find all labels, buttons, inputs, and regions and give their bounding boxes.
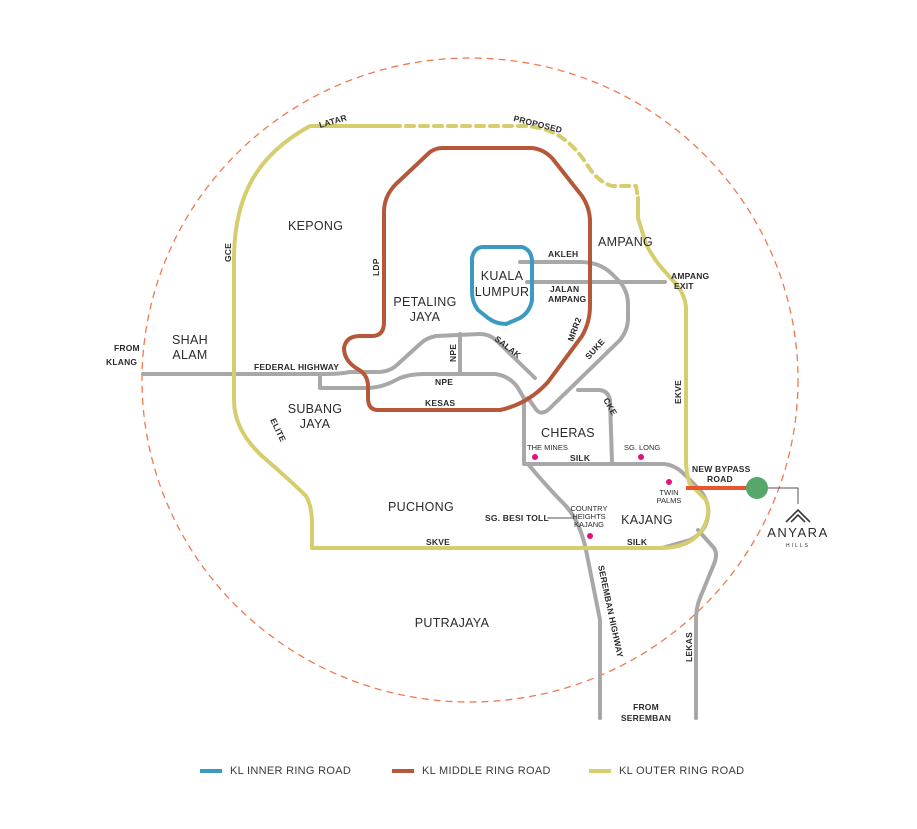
legend-outer-ring: KL OUTER RING ROAD	[589, 765, 744, 777]
cke-road	[576, 388, 614, 464]
label-federal-highway: FEDERAL HIGHWAY	[254, 362, 339, 372]
anyara-logo-sub: HILLS	[786, 543, 810, 549]
label-sg-besi-toll: SG. BESI TOLL	[485, 513, 549, 523]
label-gce: GCE	[223, 243, 233, 262]
legend-outer-ring-swatch	[589, 769, 611, 773]
label-salak: SALAK	[493, 334, 524, 361]
area-labels: KEPONG KUALA LUMPUR PETALING JAYA AMPANG…	[172, 219, 673, 630]
label-skve: SKVE	[426, 537, 450, 547]
label-palms: PALMS	[657, 496, 682, 505]
legend-outer-ring-label: KL OUTER RING ROAD	[619, 765, 745, 777]
label-ekve: EKVE	[673, 380, 683, 404]
legend-middle-ring: KL MIDDLE RING ROAD	[392, 765, 551, 777]
twin-palms-dot	[666, 479, 672, 485]
country-heights-dot	[587, 533, 593, 539]
legend-middle-ring-swatch	[392, 769, 414, 773]
label-from-klang-1: FROM	[114, 343, 140, 353]
label-from-seremban-2: SEREMBAN	[621, 713, 671, 723]
akleh-road	[518, 260, 630, 415]
silk-road	[522, 462, 711, 550]
label-bypass-road: ROAD	[707, 474, 733, 484]
label-akleh: AKLEH	[548, 249, 578, 259]
npe-road	[318, 372, 527, 402]
label-petaling: PETALING	[393, 295, 456, 309]
inner-ring-road	[470, 245, 534, 326]
label-ldp: LDP	[371, 258, 381, 276]
label-subang: SUBANG	[288, 402, 343, 416]
middle-ring-road	[342, 146, 592, 412]
label-cheras: CHERAS	[541, 426, 595, 440]
radius-circle	[141, 57, 799, 703]
outer-ring-road	[232, 124, 711, 550]
label-lumpur: LUMPUR	[475, 285, 530, 299]
label-kajang: KAJANG	[621, 513, 673, 527]
legend-inner-ring-label: KL INNER RING ROAD	[230, 765, 352, 777]
label-from-klang-2: KLANG	[106, 357, 137, 367]
seremban-highway	[526, 462, 602, 720]
anyara-hills-marker[interactable]	[746, 477, 768, 499]
label-ampang-exit: AMPANG	[671, 271, 710, 281]
legend-inner-ring: KL INNER RING ROAD	[200, 765, 351, 777]
lekas-road	[694, 528, 718, 720]
label-jalan-ampang: AMPANG	[548, 294, 587, 304]
label-proposed: PROPOSED	[513, 113, 564, 135]
legend-inner-ring-swatch	[200, 769, 222, 773]
highways	[141, 260, 718, 720]
label-subang-jaya: JAYA	[300, 417, 331, 431]
road-labels: LATAR PROPOSED GCE LDP AKLEH JALAN AMPAN…	[106, 112, 751, 723]
label-shah: SHAH	[172, 333, 208, 347]
label-puchong: PUCHONG	[388, 500, 454, 514]
label-twin: TWIN	[659, 488, 678, 497]
label-lekas: LEKAS	[684, 632, 694, 662]
label-putrajaya: PUTRAJAYA	[415, 616, 490, 630]
the-mines-dot	[532, 454, 538, 460]
label-sg-long: SG. LONG	[624, 443, 660, 452]
anyara-callout-line	[768, 487, 799, 504]
anyara-logo-name: ANYARA	[767, 525, 829, 540]
federal-highway	[141, 332, 537, 380]
label-npe-vertical: NPE	[448, 344, 458, 362]
label-new-bypass: NEW BYPASS	[692, 464, 751, 474]
label-petaling-jaya: JAYA	[410, 310, 441, 324]
label-kepong: KEPONG	[288, 219, 343, 233]
label-ampang: AMPANG	[598, 235, 653, 249]
point-labels: THE MINES SG. LONG TWIN PALMS COUNTRY HE…	[485, 443, 681, 529]
label-heights: HEIGHTS	[572, 512, 605, 521]
map-legend: KL INNER RING ROAD KL MIDDLE RING ROAD K…	[0, 765, 917, 785]
label-kuala: KUALA	[481, 269, 524, 283]
label-cke: CKE	[601, 396, 619, 417]
proposed-segment	[390, 124, 640, 200]
label-jalan: JALAN	[550, 284, 579, 294]
label-country: COUNTRY	[571, 504, 608, 513]
label-elite: ELITE	[268, 416, 288, 443]
legend-middle-ring-label: KL MIDDLE RING ROAD	[422, 765, 551, 777]
sg-long-dot	[638, 454, 644, 460]
label-alam: ALAM	[172, 348, 207, 362]
label-kesas: KESAS	[425, 398, 455, 408]
label-silk-top: SILK	[570, 453, 591, 463]
label-the-mines: THE MINES	[527, 443, 568, 452]
label-country-kajang: KAJANG	[574, 520, 604, 529]
label-silk-bottom: SILK	[627, 537, 648, 547]
anyara-mountain-icon	[785, 508, 811, 523]
label-exit: EXIT	[674, 281, 694, 291]
anyara-logo: ANYARA HILLS	[767, 508, 829, 549]
label-npe: NPE	[435, 377, 453, 387]
label-from-seremban-1: FROM	[633, 702, 659, 712]
